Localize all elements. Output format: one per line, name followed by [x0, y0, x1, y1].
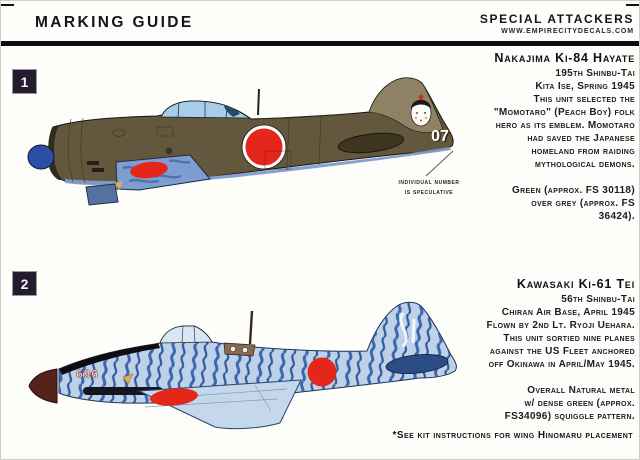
ki84-antenna-mast: [257, 88, 260, 116]
footer-note: *See kit instructions for wing Hinomaru …: [392, 430, 633, 441]
callout-line: is speculative: [404, 188, 454, 196]
paint-note-line: 36424).: [598, 211, 635, 222]
section-1-title: Nakajima Ki-84 Hayate: [494, 51, 635, 65]
ki61-antenna-mast: [248, 310, 254, 345]
section-2-badge: 2: [12, 271, 37, 296]
ki61-porthole-2: [242, 347, 248, 353]
ki61-squiggle-camo: [59, 302, 457, 404]
spec-line: This unit selected the: [533, 94, 635, 105]
nose-number: 696: [76, 367, 99, 381]
print-tick-right: [626, 4, 639, 6]
ki84-cowl: [48, 126, 63, 180]
section-1-spec: Nakajima Ki-84 Hayate 195th Shinbu-Tai K…: [393, 51, 635, 223]
ki61-porthole-1: [230, 346, 236, 352]
callout-pointer-line: [425, 150, 454, 177]
header-rule: [1, 41, 639, 46]
ki84-exhaust: [87, 161, 99, 165]
section-2-title: Kawasaki Ki-61 Tei: [516, 277, 635, 291]
ki84-panel-lines: [67, 113, 350, 184]
ki84-belly: [65, 147, 451, 186]
ki61-spinner: [28, 368, 58, 404]
spec-line: off Okinawa in April/May 1945.: [488, 359, 635, 370]
ki84-hinomaru: [245, 128, 283, 166]
spec-line: "Momotaro" (Peach Boy) folk: [493, 107, 635, 118]
ki61-tail-marking: [399, 312, 416, 348]
momotaro-emblem: [410, 94, 432, 127]
paint-note-line: Overall Natural metal: [527, 385, 635, 396]
callout-line: individual number: [398, 179, 460, 186]
spec-line: Chiran Air Base, April 1945: [501, 307, 635, 318]
tail-number-shadow: 07: [433, 129, 451, 146]
paint-note-line: w/ dense green (approx.: [524, 398, 635, 409]
ki84-flap-indicator: [115, 181, 123, 190]
ki61-flap-indicator: [122, 373, 134, 385]
ki61-canopy: [159, 325, 213, 344]
ki61-antiglare-panel: [59, 343, 160, 375]
spec-line: had saved the Japanese: [527, 133, 635, 144]
ki84-panel-over-roundel: [264, 150, 292, 170]
page-title: Marking Guide: [35, 14, 194, 31]
paint-note-line: over grey (approx. FS: [531, 198, 635, 209]
ki61-canopy-frames: [181, 325, 196, 344]
spec-line: 195th Shinbu-Tai: [555, 68, 635, 79]
brand-url: www.empirecitydecals.com: [501, 28, 634, 35]
ki61-deck-panel: [223, 342, 256, 357]
spec-line: against the US Fleet anchored: [489, 346, 635, 357]
ki61-fuselage-hinomaru: [307, 357, 337, 387]
ki84-canopy: [161, 100, 251, 119]
print-tick-left: [1, 4, 14, 6]
speculative-number-callout: individual number is speculative: [384, 178, 474, 197]
spec-line: Kita Ise, Spring 1945: [535, 81, 635, 92]
spec-line: homeland from raiding: [531, 146, 635, 157]
tail-number: 07: [431, 128, 449, 145]
brand-block: Special Attackers www.empirecitydecals.c…: [480, 12, 634, 35]
spec-line: 56th Shinbu-Tai: [561, 294, 635, 305]
spec-line: mythological demons.: [534, 159, 635, 170]
ki61-wing-hinomaru: [150, 388, 198, 406]
paint-note-line: Green (approx. FS 30118): [512, 185, 635, 196]
ki84-exhaust2: [92, 168, 104, 172]
ki84-fuselage-port: [165, 147, 173, 155]
ki61-stabilizer: [385, 353, 449, 375]
section-1-badge: 1: [12, 69, 37, 94]
section-2-spec: Kawasaki Ki-61 Tei 56th Shinbu-Tai Chira…: [393, 277, 635, 423]
paint-note-line: FS34096) squiggle pattern.: [504, 411, 635, 422]
spec-line: This unit sortied nine planes: [503, 333, 635, 344]
ki84-pilot-headrest: [224, 106, 240, 117]
brand-title: Special Attackers: [479, 12, 634, 26]
ki61-illustration: 696: [28, 301, 457, 430]
ki84-stabilizer: [337, 132, 405, 154]
ki84-wing-hinomaru: [130, 161, 168, 179]
ki84-illustration: 07 07: [27, 77, 454, 206]
spec-line: hero as its emblem. Momotaro: [495, 120, 635, 131]
ki84-gear-door: [85, 183, 119, 206]
ki84-spinner: [27, 144, 55, 170]
spec-line: Flown by 2nd Lt. Ryoji Uehara.: [486, 320, 635, 331]
